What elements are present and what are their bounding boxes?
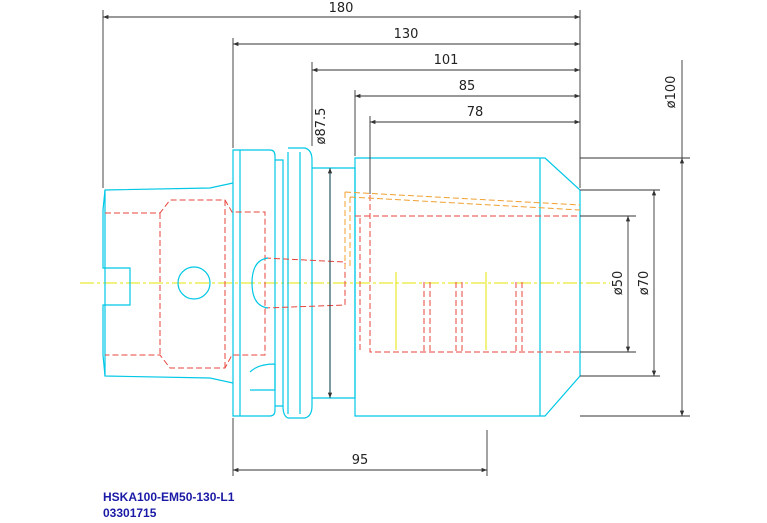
dim-dia70-label: ø70 (637, 271, 652, 296)
dimension-lines (102, 10, 690, 476)
hidden-features (105, 195, 580, 369)
model-number: HSKA100-EM50-130-L1 (103, 490, 235, 504)
dim-dia100-label: ø100 (664, 76, 679, 109)
dim-dia50-label: ø50 (611, 271, 626, 296)
dim-130-label: 130 (394, 27, 419, 42)
dim-78-label: 78 (467, 105, 484, 120)
taper-hidden-lines (344, 191, 581, 268)
dim-dia87-5-label: ø87.5 (314, 108, 329, 145)
dim-85-label: 85 (459, 79, 476, 94)
dim-101-label: 101 (434, 53, 459, 68)
holder-outline (102, 147, 581, 419)
thread-marks (395, 272, 487, 350)
dim-180-label: 180 (329, 1, 354, 16)
article-code: 03301715 (103, 506, 157, 520)
drive-key (251, 257, 269, 309)
flange-hole (177, 266, 211, 300)
dim-95-label: 95 (352, 453, 369, 468)
